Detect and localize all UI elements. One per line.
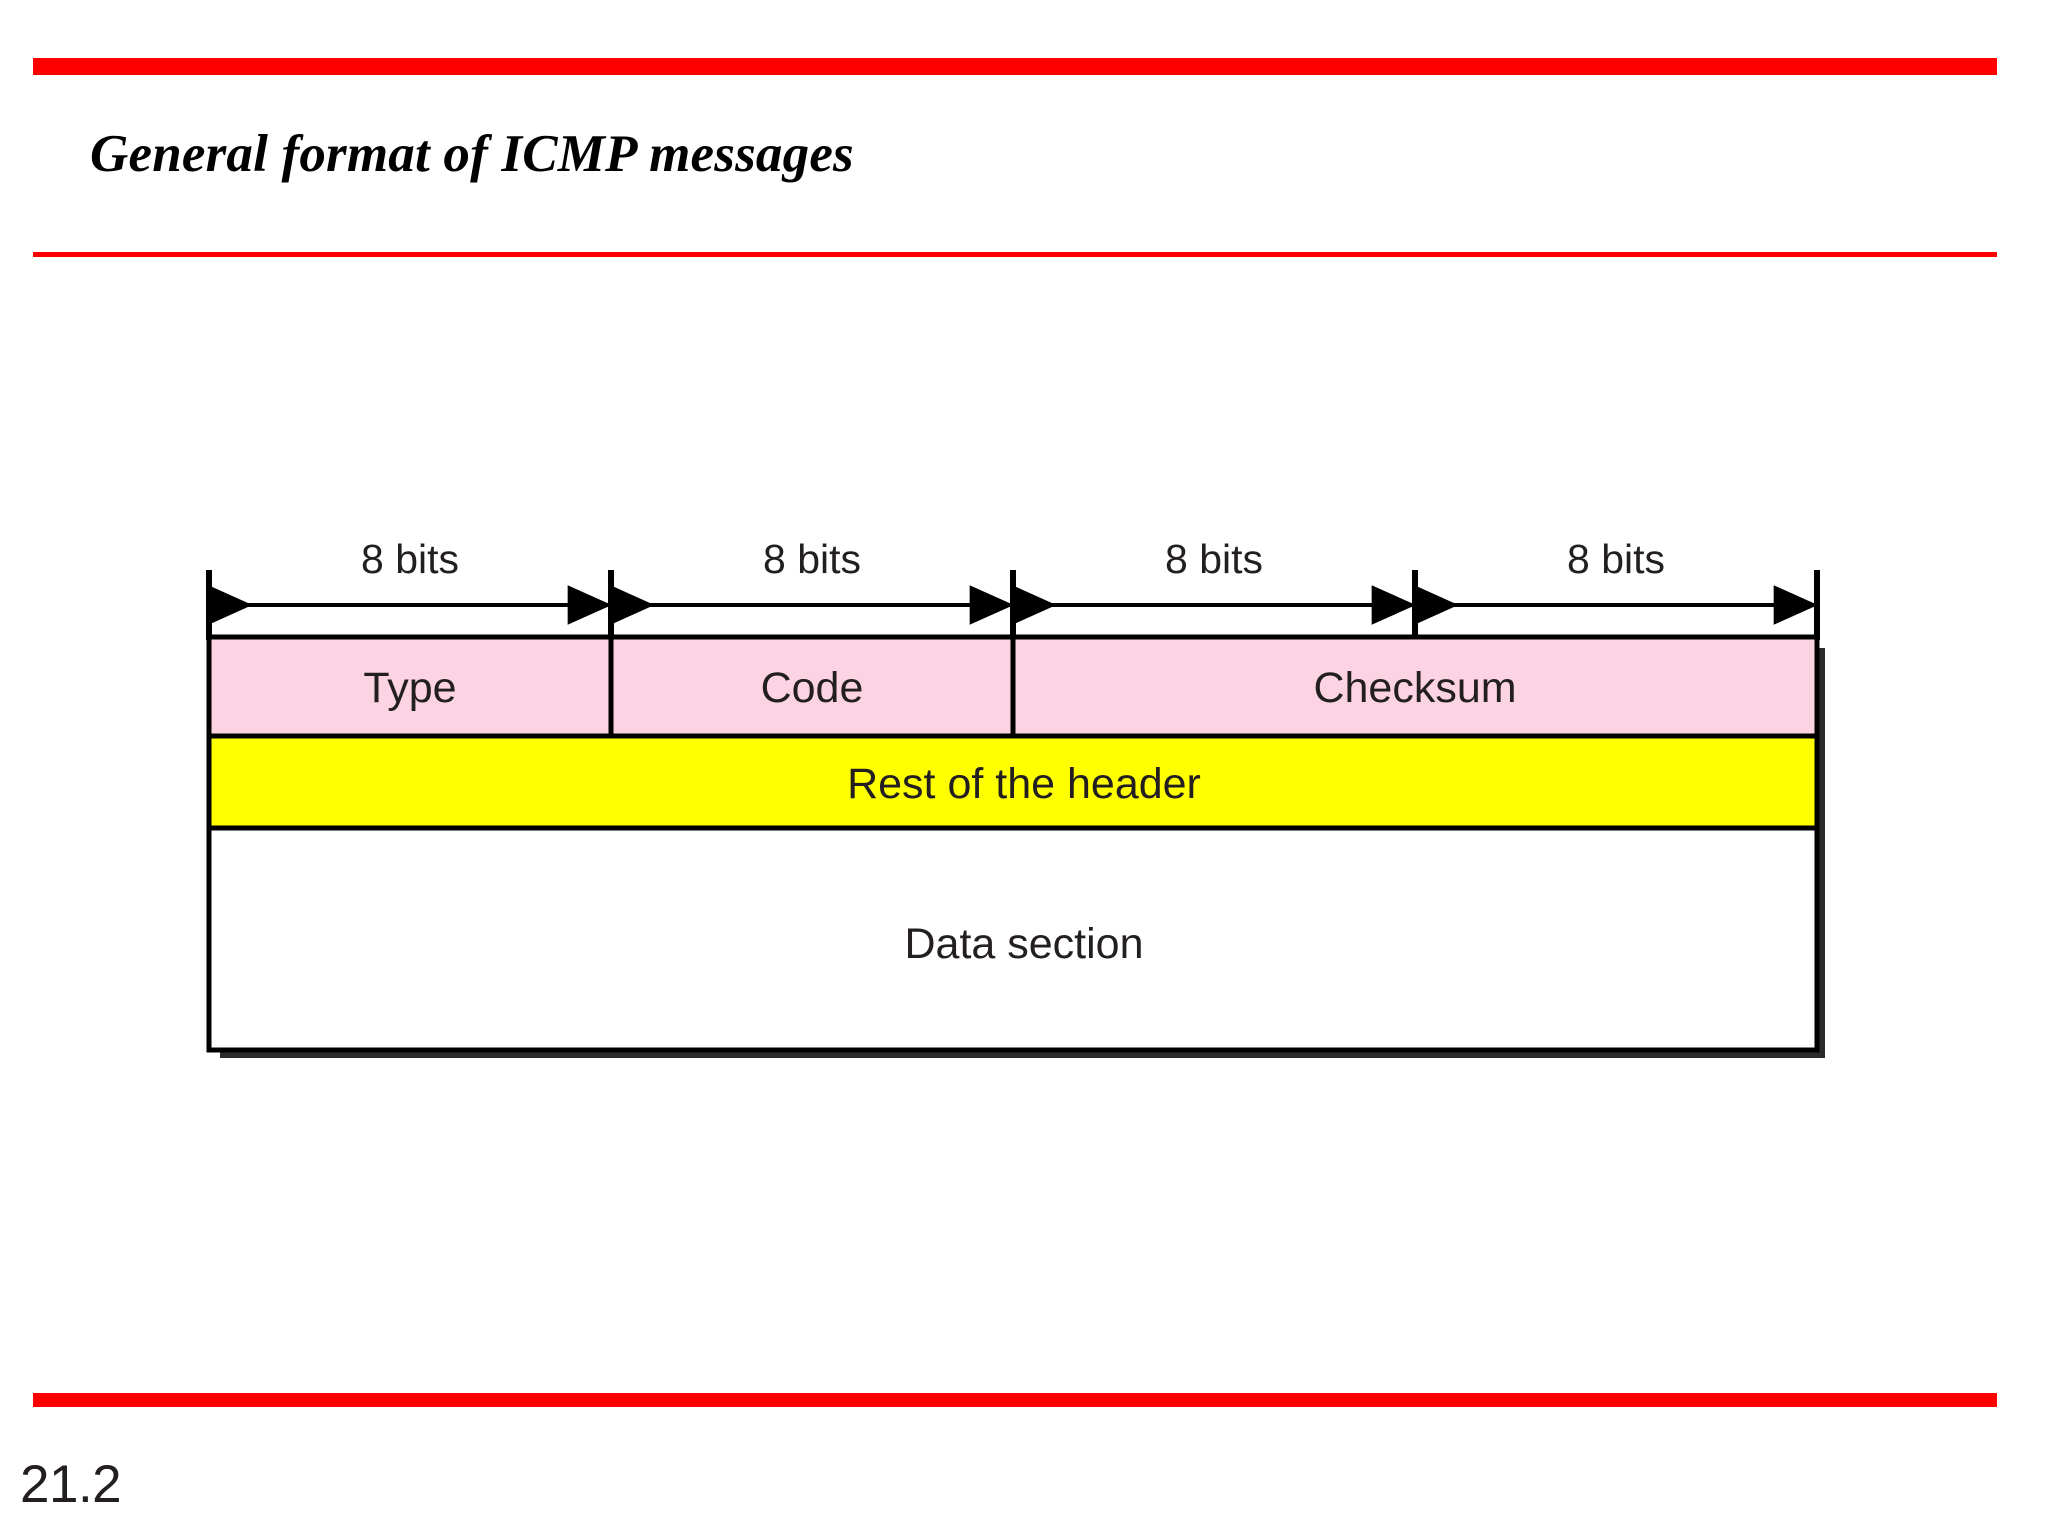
data-section-cell-label: Data section bbox=[904, 920, 1143, 968]
type-cell-label: Type bbox=[363, 664, 456, 712]
bit-span-label-2: 8 bits bbox=[763, 536, 861, 582]
checksum-cell-label: Checksum bbox=[1313, 664, 1516, 712]
code-cell-label: Code bbox=[761, 664, 864, 712]
page-number: 21.2 bbox=[20, 1455, 122, 1514]
table-drop-shadow bbox=[220, 648, 1825, 1058]
title-underline-bar bbox=[33, 252, 1997, 257]
page-title: General format of ICMP messages bbox=[90, 125, 854, 183]
rest-of-header-cell-label: Rest of the header bbox=[847, 760, 1201, 808]
data-row: Data section bbox=[206, 825, 1820, 1053]
rest-of-header-cell bbox=[206, 733, 1820, 831]
bit-ruler: 8 bits 8 bits 8 bits 8 bits bbox=[206, 536, 1820, 640]
header-row-1: Type Code Checksum bbox=[206, 634, 1820, 739]
code-cell bbox=[608, 634, 1016, 739]
data-section-cell bbox=[206, 825, 1820, 1053]
type-cell bbox=[206, 634, 614, 739]
bit-span-label-4: 8 bits bbox=[1567, 536, 1665, 582]
header-row-2: Rest of the header bbox=[206, 733, 1820, 831]
bit-span-label-3: 8 bits bbox=[1165, 536, 1263, 582]
top-accent-bar bbox=[33, 58, 1997, 75]
bottom-accent-bar bbox=[33, 1393, 1997, 1407]
bit-span-label-1: 8 bits bbox=[361, 536, 459, 582]
checksum-cell bbox=[1010, 634, 1820, 739]
